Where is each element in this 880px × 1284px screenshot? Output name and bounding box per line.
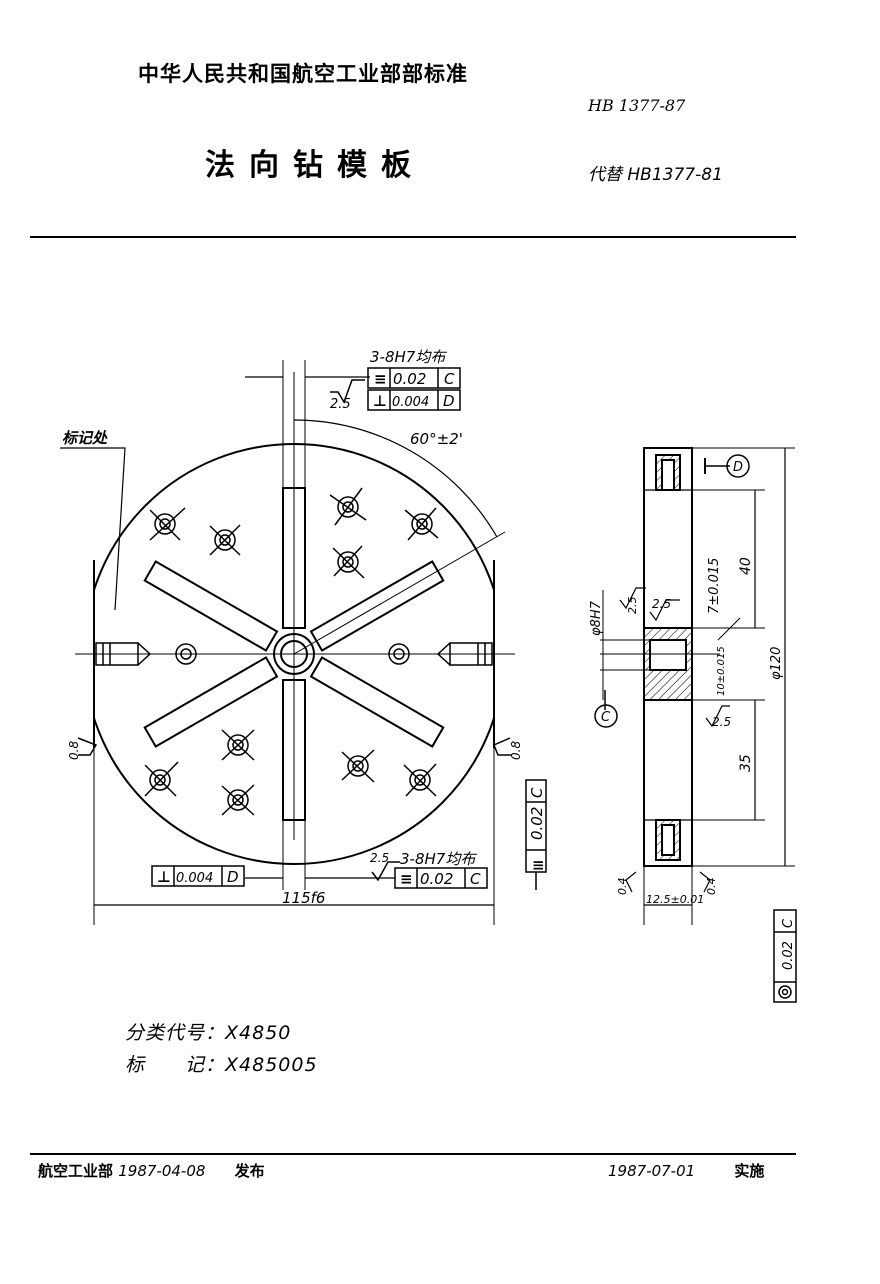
roughness-side-1: 2.5 xyxy=(626,597,639,615)
tol-perp-bottom: 0.004 xyxy=(176,871,213,886)
dim-phi120: φ120 xyxy=(769,647,784,680)
perp-symbol-bottom: ⊥ xyxy=(157,868,171,886)
side-view xyxy=(594,447,797,1003)
tol-right-datum: C xyxy=(528,787,546,798)
issuing-organization: 中华人民共和国航空工业部部标准 xyxy=(138,62,468,86)
roughness-side-left: 0.4 xyxy=(616,878,629,896)
symmetry-symbol-bottom: ≡ xyxy=(400,870,413,888)
roughness-left: 0.8 xyxy=(67,741,81,760)
footer-issued-word: 发布 xyxy=(234,1162,265,1180)
datum-c-top: C xyxy=(444,370,455,388)
roughness-side-2: 2.5 xyxy=(652,597,671,611)
footer-divider xyxy=(30,1153,796,1155)
marking-code-label: 标 记： xyxy=(125,1054,226,1076)
hole-spec-bottom: 3-8H7均布 xyxy=(400,850,477,868)
roughness-side-3: 2.5 xyxy=(712,715,731,729)
roughness-bottom: 2.5 xyxy=(370,851,389,865)
hole-spec-top: 3-8H7均布 xyxy=(370,348,447,366)
roughness-side-right: 0.4 xyxy=(705,878,718,896)
footer-issue-date: 1987-04-08 xyxy=(118,1162,206,1180)
symmetry-symbol-right: ≡ xyxy=(532,856,545,874)
marking-label: 标记处 xyxy=(62,429,108,447)
footer-effective: 1987-07-01 实施 xyxy=(608,1160,764,1181)
footer-effective-date: 1987-07-01 xyxy=(608,1162,696,1180)
header-divider xyxy=(30,236,796,238)
footer-issuer: 航空工业部 xyxy=(38,1162,114,1180)
footer-effective-word: 实施 xyxy=(734,1162,765,1180)
standard-code: HB 1377-87 xyxy=(588,96,686,115)
document-title: 法向钻模板 xyxy=(205,148,425,183)
tol-symmetry-top: 0.02 xyxy=(393,370,426,388)
marking-code-value: X485005 xyxy=(225,1054,318,1076)
datum-c-circle: C xyxy=(601,710,611,725)
diameter-label: 115f6 xyxy=(282,889,325,907)
dim-10: 10±0.015 xyxy=(716,646,727,696)
roughness-top: 2.5 xyxy=(330,397,351,412)
footer-issue: 航空工业部 1987-04-08 发布 xyxy=(38,1160,265,1181)
tol-right-value: 0.02 xyxy=(528,807,546,840)
datum-d-top: D xyxy=(443,392,455,410)
tolerance-frames xyxy=(77,367,547,890)
datum-d-circle: D xyxy=(733,460,743,475)
classification-code-label: 分类代号： xyxy=(125,1022,226,1044)
drill-holes xyxy=(144,487,439,816)
classification-code: 分类代号：X4850 xyxy=(125,1018,291,1045)
classification-code-value: X4850 xyxy=(225,1022,292,1044)
drawing-labels: 标记处 3-8H7均布 ≡ 0.02 C ⊥ 0.004 D 2.5 60°±2… xyxy=(62,348,796,970)
side-screws xyxy=(95,642,493,666)
roughness-right: 0.8 xyxy=(509,741,523,760)
marking-code: 标 记：X485005 xyxy=(125,1050,318,1077)
perp-symbol-top: ⊥ xyxy=(373,392,387,410)
tol-perp-top: 0.004 xyxy=(392,395,429,410)
dim-phi8h7: φ8H7 xyxy=(589,600,604,636)
side-tol-datum: C xyxy=(781,918,796,928)
side-tol-value: 0.02 xyxy=(781,941,796,970)
dim-width: 12.5±0.01 xyxy=(646,893,704,906)
datum-c-bottom: C xyxy=(470,870,481,888)
dim-35: 35 xyxy=(738,754,754,772)
datum-d-bottom: D xyxy=(227,868,239,886)
dim-40: 40 xyxy=(738,557,754,575)
radial-slots xyxy=(143,487,445,821)
front-view xyxy=(60,360,515,925)
tol-symmetry-bottom: 0.02 xyxy=(420,870,453,888)
replaces-standard: 代替 HB1377-81 xyxy=(588,165,723,185)
dim-7: 7±0.015 xyxy=(707,558,722,614)
symmetry-symbol-top: ≡ xyxy=(374,370,387,388)
angle-label: 60°±2' xyxy=(410,430,463,448)
